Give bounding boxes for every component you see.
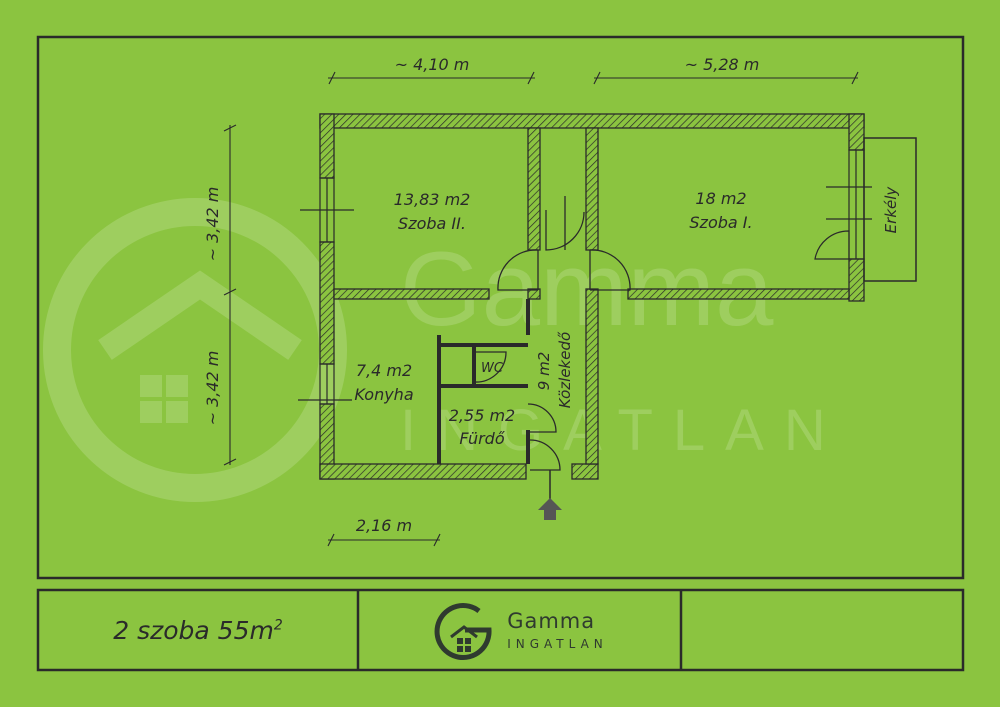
windows-left [298,177,354,405]
doors [473,196,631,471]
watermark-sub: INGATLAN [400,398,846,463]
dim-left-lower: ~ 3,42 m [203,351,222,426]
walls [319,113,865,480]
plan-frame [36,35,965,580]
wc-name: WC [481,361,504,376]
gamma-logo-icon [434,603,492,661]
kozlekedo-area: 9 m2 [535,352,553,390]
dim-bottom: 2,16 m [356,516,412,535]
dim-top-left: ~ 4,10 m [395,55,470,74]
szoba1-name: Szoba I. [689,213,752,232]
brand-text: Gamma INGATLAN [507,609,608,651]
summary-superscript: 2 [273,617,283,634]
watermark: Gamma INGATLAN [43,198,846,502]
szoba2-area: 13,83 m2 [394,190,471,209]
brand-sub: INGATLAN [507,637,608,651]
footer-empty-cell [681,590,963,670]
furdo-area: 2,55 m2 [449,406,515,425]
szoba1-area: 18 m2 [695,189,746,208]
erkely-name: Erkély [882,186,900,234]
furdo-name: Fürdő [459,429,504,448]
footer-brand-cell: Gamma INGATLAN [358,590,681,670]
footer-frame [36,588,965,672]
brand-name: Gamma [507,609,596,633]
dim-left-upper: ~ 3,42 m [203,187,222,262]
kozlekedo-name: Közlekedő [556,331,574,408]
dimension-lines [223,71,859,547]
dim-top-right: ~ 5,28 m [685,55,760,74]
summary-text: 2 szoba 55m2 [113,616,283,645]
interior-walls [437,299,530,464]
szoba2-name: Szoba II. [398,214,466,233]
summary-main: 2 szoba 55m [113,615,274,645]
footer-summary-cell: 2 szoba 55m2 [38,590,358,670]
entrance-arrow-icon [538,498,562,520]
konyha-area: 7,4 m2 [356,361,412,380]
balcony [863,137,917,282]
konyha-name: Konyha [354,385,413,404]
